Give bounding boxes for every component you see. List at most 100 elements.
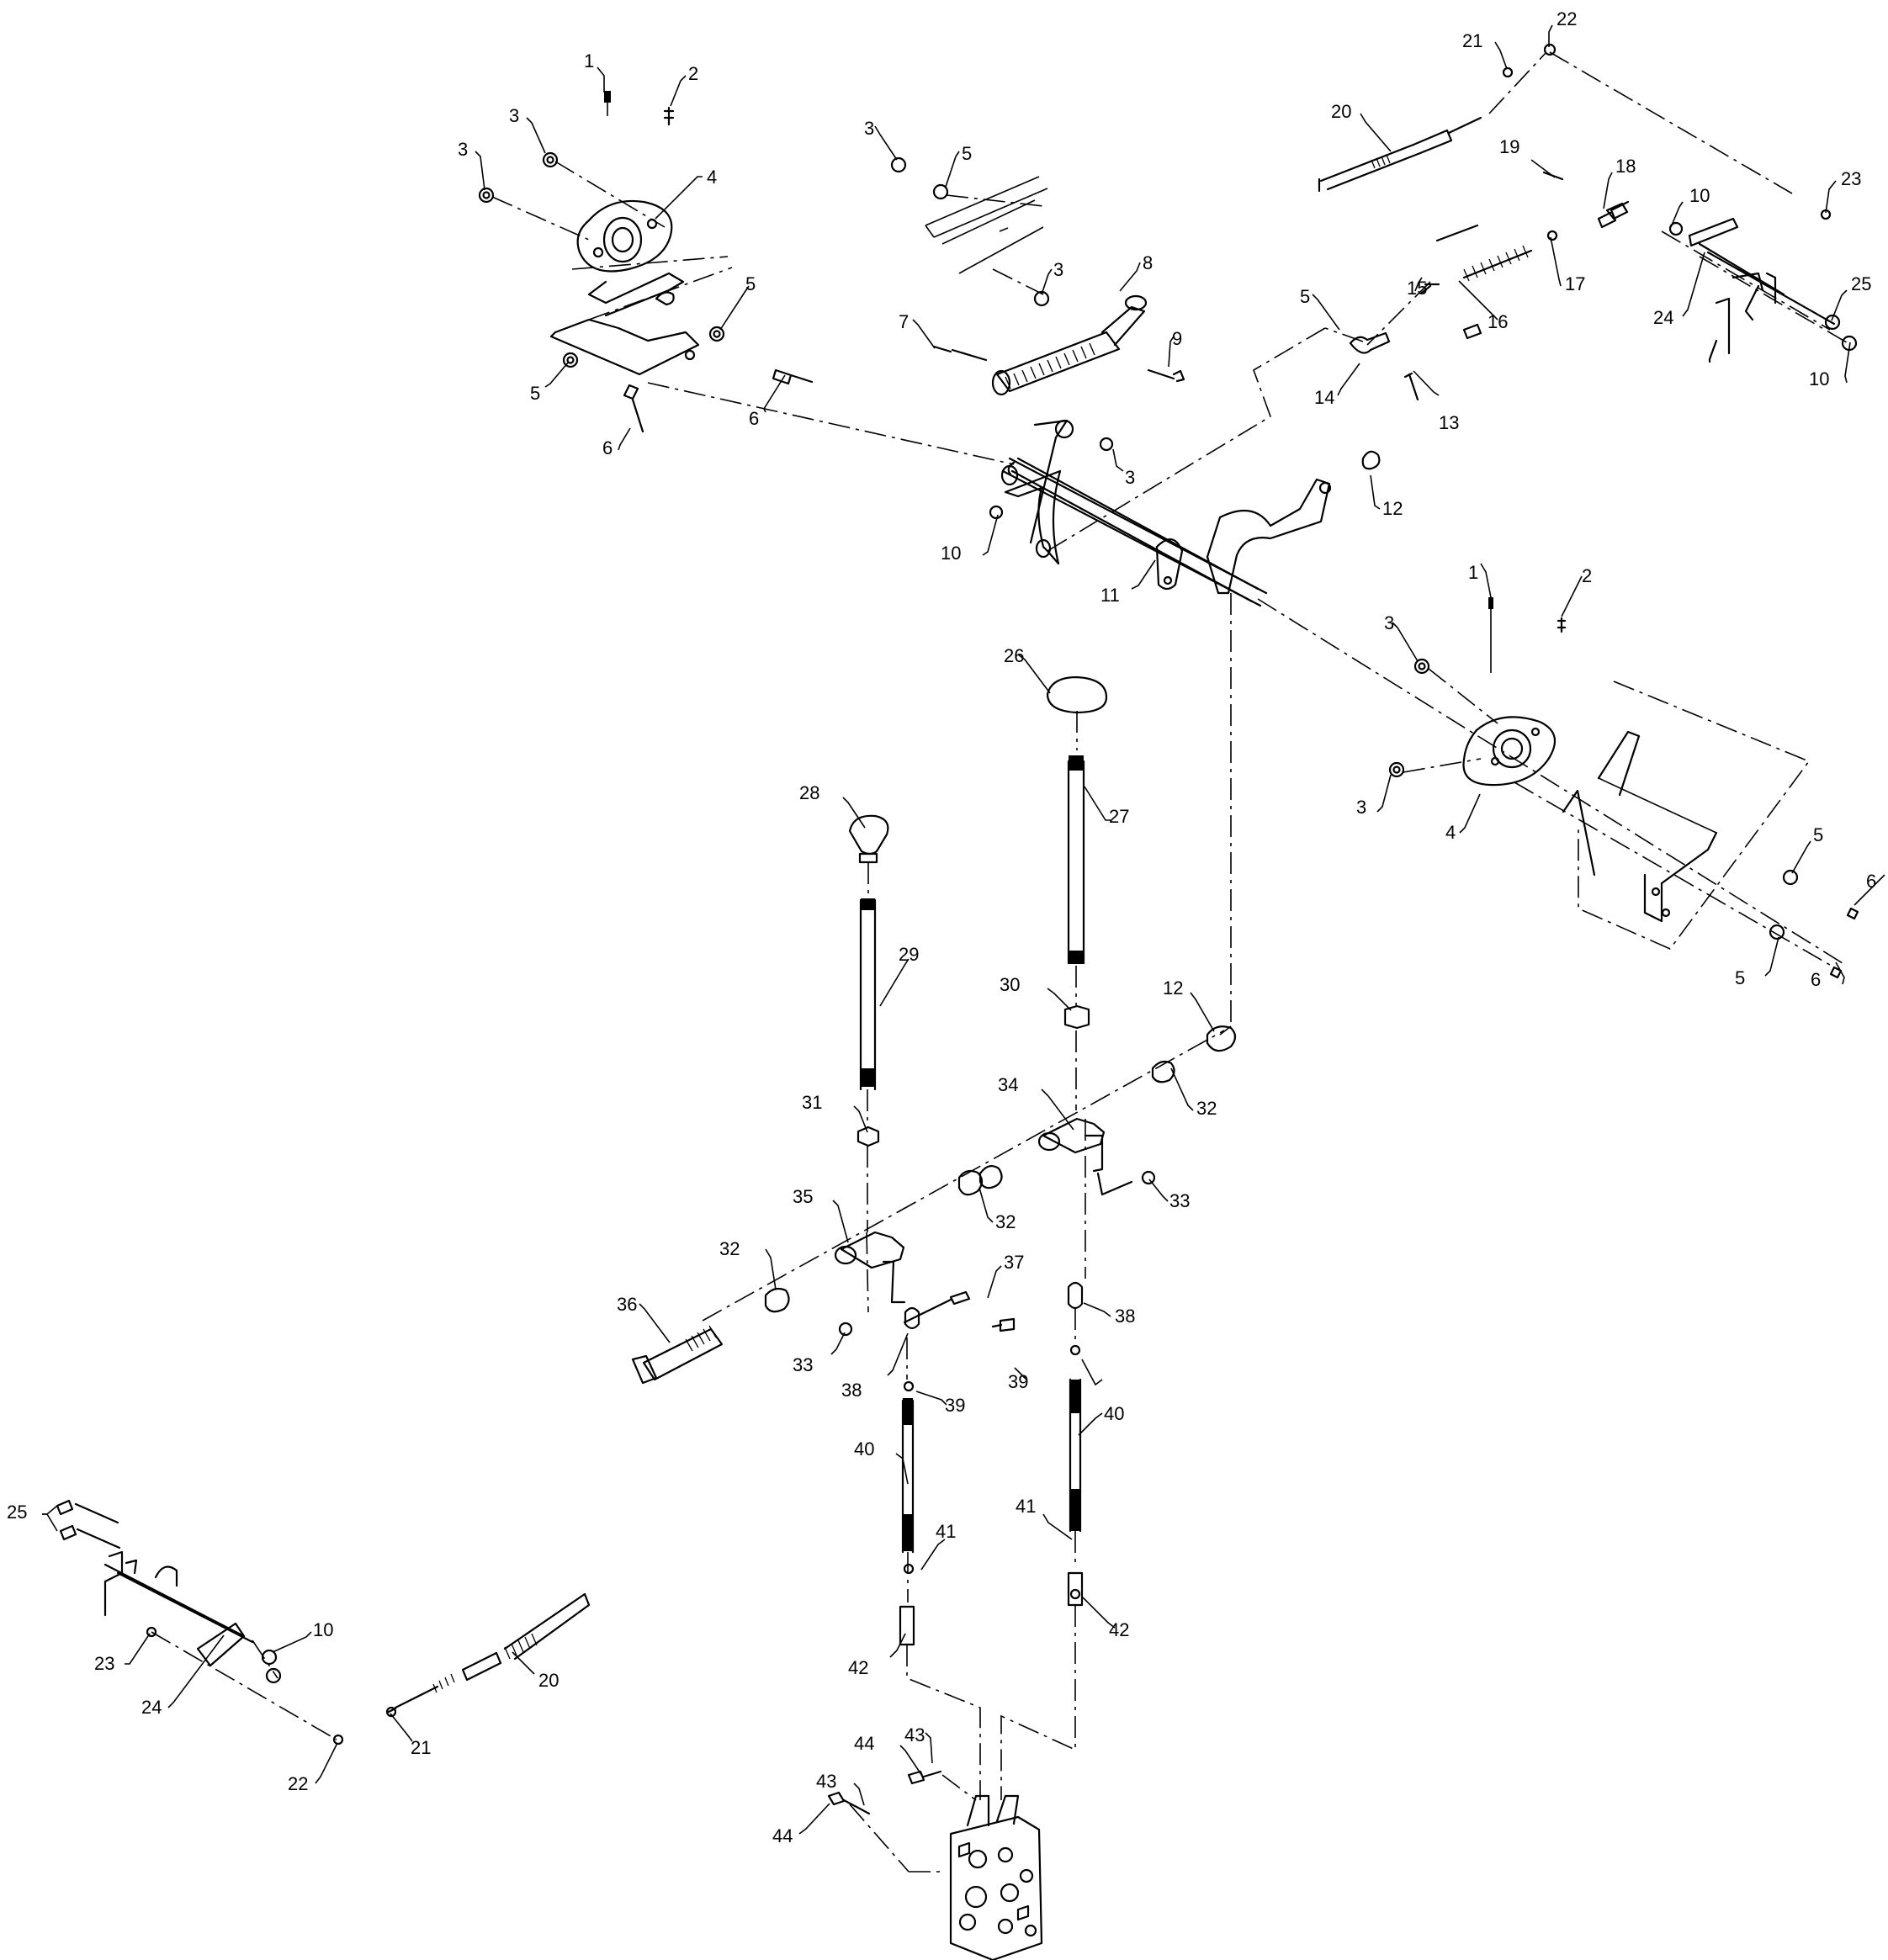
callout-11: 11: [1100, 585, 1120, 606]
callout-10: 10: [313, 1619, 333, 1640]
callout-24: 24: [141, 1697, 162, 1718]
mount-bracket-upper-left: [549, 256, 733, 376]
callout-41: 41: [1016, 1496, 1036, 1517]
callout-44: 44: [772, 1825, 793, 1846]
callout-34: 34: [998, 1074, 1018, 1095]
callout-3: 3: [1356, 797, 1366, 818]
callout-25: 25: [7, 1502, 27, 1523]
callout-39: 39: [1008, 1371, 1028, 1392]
callout-17: 17: [1565, 273, 1585, 294]
hardware-upper-left: [478, 91, 814, 433]
clip: [1155, 538, 1184, 591]
callout-27: 27: [1109, 806, 1129, 827]
callout-22: 22: [1557, 8, 1577, 29]
callout-38: 38: [1115, 1306, 1135, 1327]
callout-25: 25: [1851, 273, 1871, 294]
callout-16: 16: [1488, 311, 1508, 332]
callout-41: 41: [936, 1521, 956, 1542]
callout-18: 18: [1615, 156, 1636, 177]
callout-33: 33: [793, 1354, 813, 1375]
bearing-flange-upper-left: [576, 199, 673, 273]
shaft-arm-left: [989, 419, 1114, 565]
callout-22: 22: [288, 1773, 308, 1794]
callout-labels: 1 2 3 3 4 5 5 6 6 3 5 3 8 7 9 3 10 11 12…: [7, 8, 1876, 1846]
callout-21: 21: [1462, 30, 1482, 51]
callout-23: 23: [94, 1653, 114, 1674]
callout-26: 26: [1004, 645, 1024, 666]
linkage-lower-left: [56, 1499, 591, 1745]
pivot-assembly: [631, 1025, 1237, 1385]
callout-5: 5: [745, 273, 756, 294]
callout-2: 2: [688, 63, 698, 84]
mount-bracket-right: [1562, 681, 1811, 950]
callout-3: 3: [1125, 467, 1135, 488]
callout-20: 20: [1331, 101, 1351, 122]
callout-3: 3: [864, 118, 874, 139]
callout-28: 28: [799, 782, 819, 803]
callout-3: 3: [458, 139, 468, 160]
bell-crank-bracket: [1206, 450, 1381, 1036]
control-valve: [949, 1794, 1043, 1960]
grip-handle: [932, 294, 1185, 396]
callout-32: 32: [995, 1211, 1016, 1232]
callout-2: 2: [1582, 565, 1592, 586]
knob-and-rod-center: [1046, 675, 1108, 1110]
callout-20: 20: [538, 1670, 559, 1691]
leader-lines: [42, 24, 1885, 1835]
callout-43: 43: [816, 1771, 836, 1792]
callout-4: 4: [707, 167, 717, 188]
linkage-upper-right: [1047, 43, 1793, 552]
callout-44: 44: [854, 1733, 874, 1754]
callout-5: 5: [1735, 967, 1745, 988]
callout-43: 43: [904, 1724, 925, 1745]
callout-3: 3: [1384, 612, 1394, 633]
callout-1: 1: [584, 50, 594, 72]
callout-30: 30: [1000, 974, 1020, 995]
callout-12: 12: [1163, 977, 1183, 999]
callout-7: 7: [899, 311, 909, 332]
callout-12: 12: [1382, 498, 1403, 519]
knob-and-rod-left: [848, 814, 889, 1232]
callout-3: 3: [509, 105, 519, 126]
callout-31: 31: [802, 1092, 822, 1113]
callout-32: 32: [1196, 1098, 1217, 1119]
callout-4: 4: [1445, 822, 1456, 843]
callout-1: 1: [1468, 562, 1478, 583]
callout-10: 10: [941, 543, 961, 564]
callout-6: 6: [1811, 969, 1821, 990]
callout-39: 39: [945, 1395, 965, 1416]
valve-linkage: [827, 1605, 1076, 1873]
callout-6: 6: [749, 408, 759, 429]
upper-center-plate: [890, 156, 1050, 307]
lever-upper-right: [1597, 200, 1858, 363]
callout-19: 19: [1499, 136, 1519, 157]
callout-10: 10: [1809, 368, 1829, 389]
callout-40: 40: [854, 1438, 874, 1459]
callout-13: 13: [1439, 412, 1459, 433]
callout-29: 29: [899, 944, 919, 965]
callout-5: 5: [530, 383, 540, 404]
callout-33: 33: [1169, 1190, 1190, 1211]
rod-ends: [899, 1281, 1084, 1646]
callout-9: 9: [1172, 328, 1182, 349]
bearing-flange-right: [1462, 716, 1557, 787]
callout-5: 5: [962, 143, 972, 164]
callout-21: 21: [411, 1737, 431, 1758]
callout-38: 38: [841, 1380, 862, 1401]
callout-15: 15: [1407, 278, 1427, 299]
callout-42: 42: [1109, 1619, 1129, 1640]
callout-6: 6: [602, 437, 613, 458]
callout-36: 36: [617, 1294, 637, 1315]
callout-6: 6: [1866, 871, 1876, 892]
callout-23: 23: [1841, 168, 1861, 189]
callout-5: 5: [1300, 286, 1310, 307]
callout-24: 24: [1653, 307, 1673, 328]
callout-40: 40: [1104, 1403, 1124, 1424]
callout-8: 8: [1143, 252, 1153, 273]
callout-42: 42: [848, 1657, 868, 1678]
callout-3: 3: [1053, 259, 1063, 280]
main-shaft: [647, 382, 1843, 964]
callout-32: 32: [719, 1238, 740, 1259]
callout-10: 10: [1689, 185, 1710, 206]
